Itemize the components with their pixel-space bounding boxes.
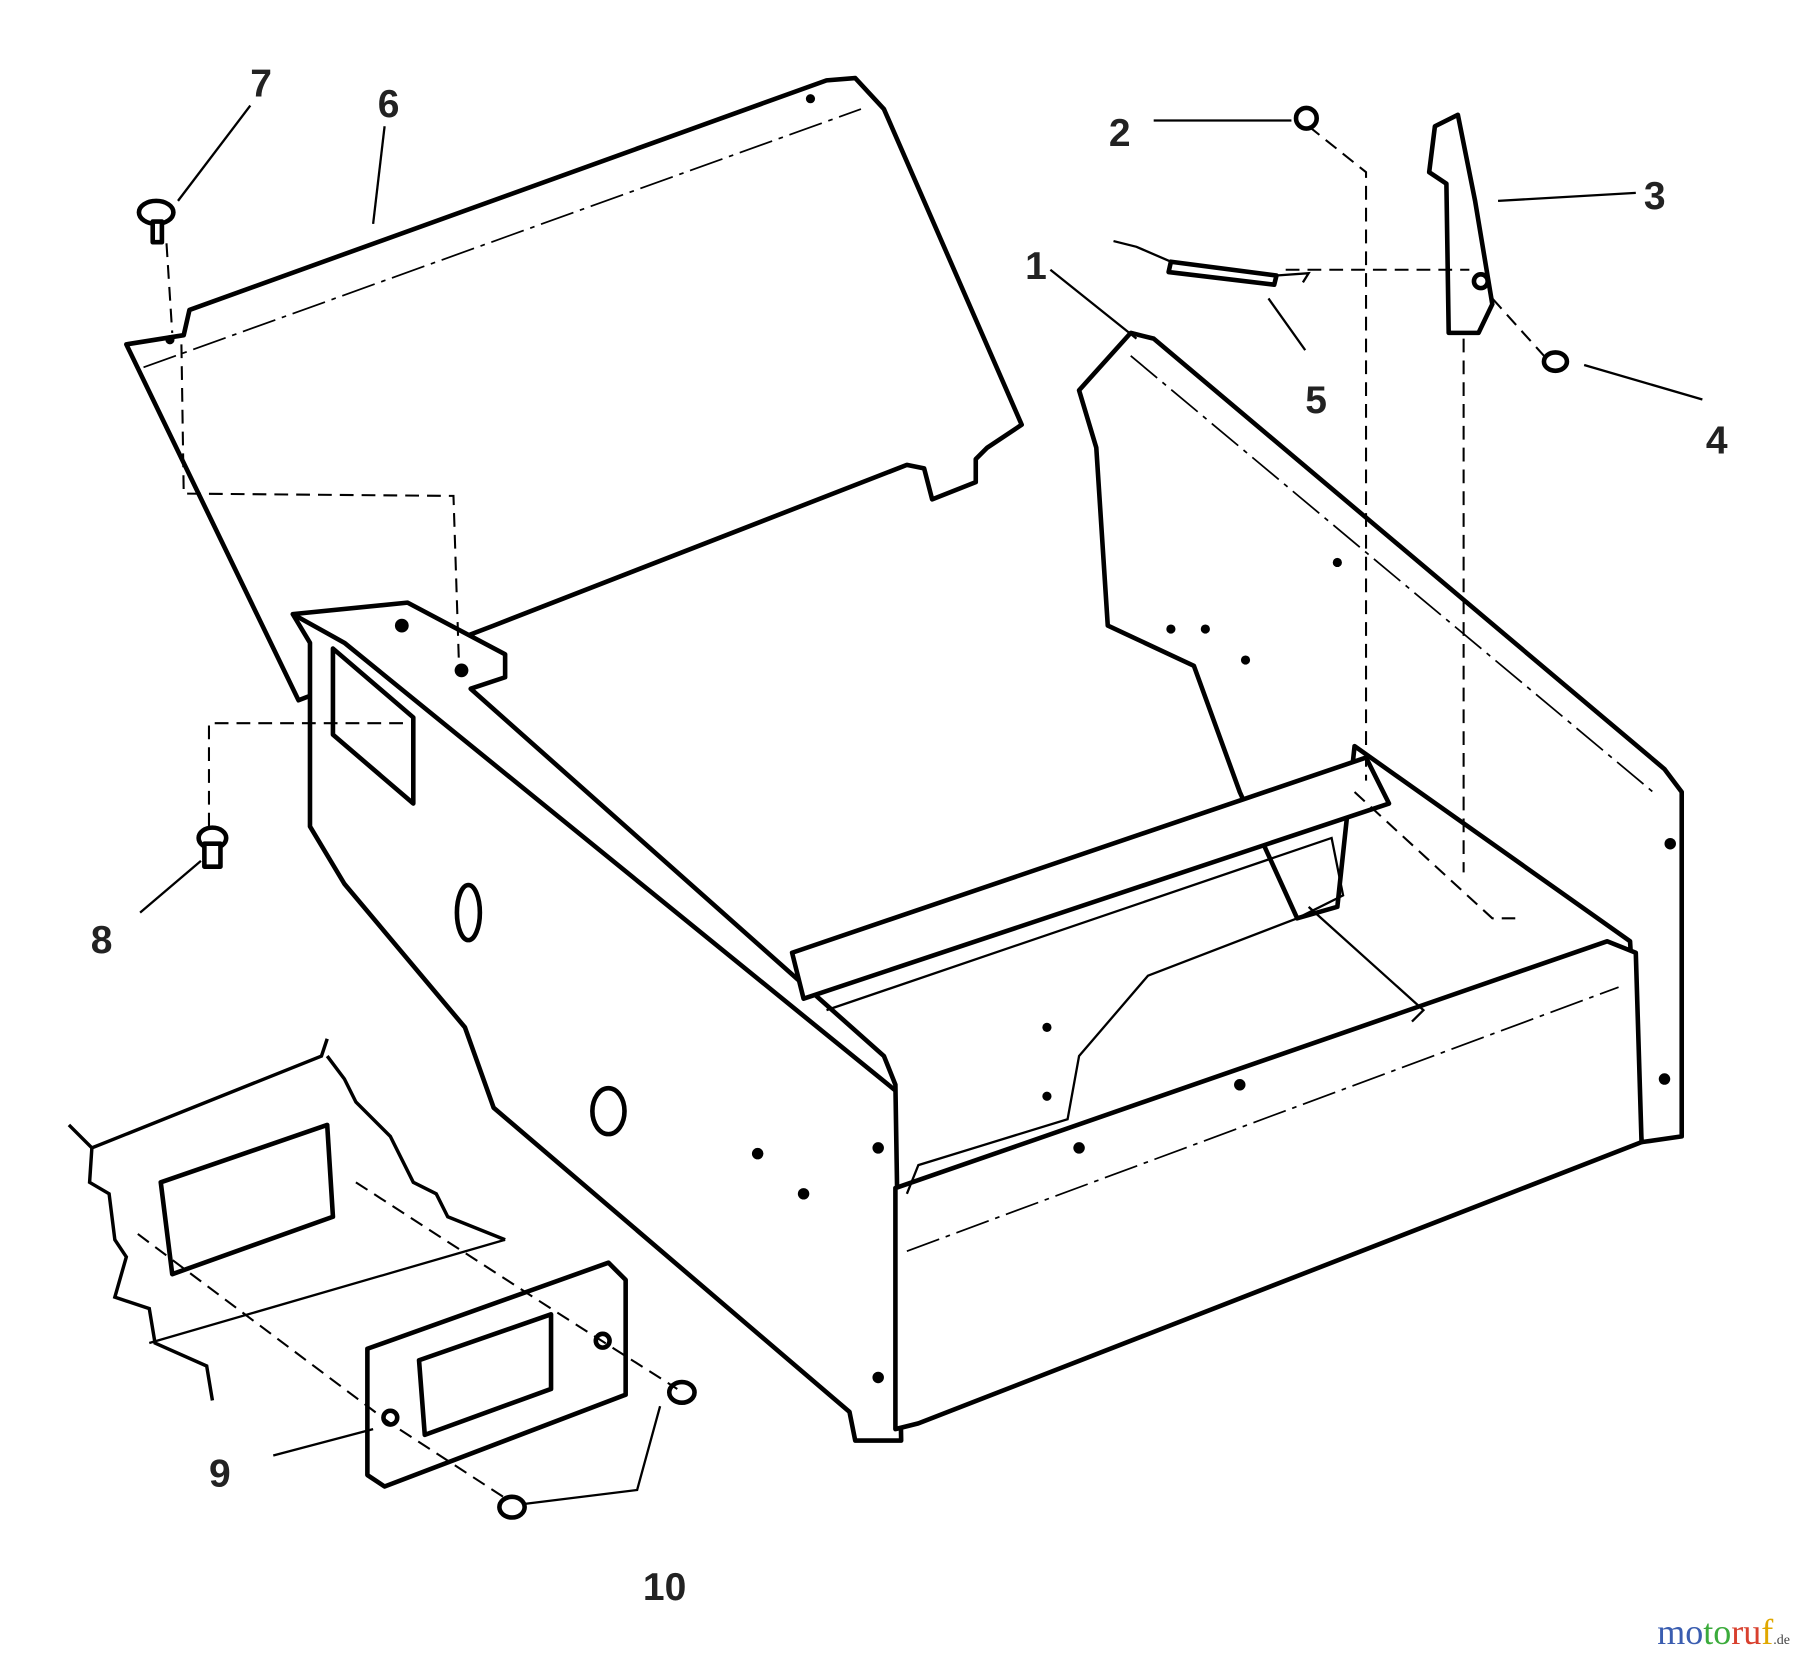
callout-2: 2 bbox=[1109, 112, 1131, 155]
callout-4: 4 bbox=[1706, 419, 1728, 462]
leader-lines bbox=[139, 104, 1703, 1505]
watermark-logo: motoruf.de bbox=[1657, 1612, 1790, 1652]
lever-part-3 bbox=[1426, 112, 1495, 336]
callout-labels: 1 2 3 4 5 6 7 8 9 10 bbox=[91, 62, 1728, 1609]
callout-5: 5 bbox=[1305, 379, 1327, 422]
spring-part-5 bbox=[1166, 259, 1279, 287]
bolt-part-10b bbox=[497, 1494, 527, 1520]
seat-pan-part-6 bbox=[124, 75, 1024, 703]
callout-9: 9 bbox=[209, 1453, 231, 1496]
nut-part-2 bbox=[1293, 105, 1319, 131]
frame-part-1 bbox=[290, 330, 1685, 1443]
bracket-part-9 bbox=[365, 1260, 628, 1489]
callout-10: 10 bbox=[643, 1566, 686, 1609]
callout-7: 7 bbox=[250, 62, 272, 105]
bolt-part-4 bbox=[1541, 350, 1570, 374]
callout-3: 3 bbox=[1644, 175, 1666, 218]
callout-8: 8 bbox=[91, 919, 113, 962]
assembly-lines bbox=[137, 125, 1545, 1499]
callout-6: 6 bbox=[378, 83, 400, 126]
callout-1: 1 bbox=[1025, 245, 1047, 288]
fender-partial bbox=[67, 1038, 506, 1401]
hardware bbox=[136, 105, 1570, 1520]
